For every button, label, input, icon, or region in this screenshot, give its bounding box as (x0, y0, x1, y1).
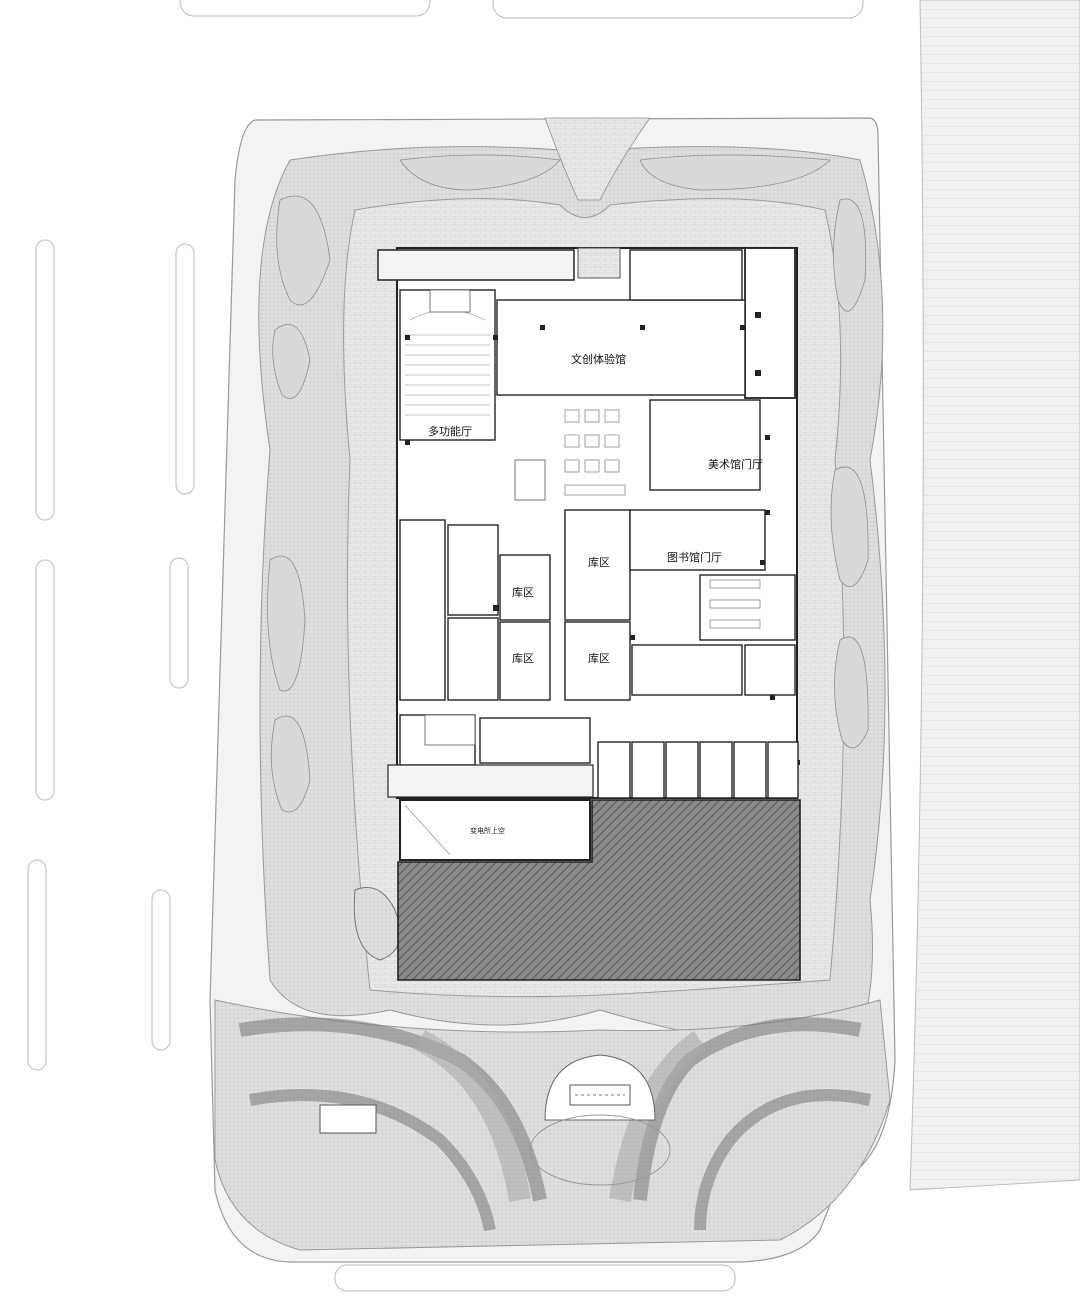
road-right (909, 0, 1080, 1191)
label-art-museum-lobby: 美术馆门厅 (708, 457, 763, 471)
building (377, 247, 801, 981)
label-storage-4: 库区 (588, 652, 610, 665)
parking-stalls-left (27, 239, 736, 1292)
hatched-area (397, 799, 801, 981)
auditorium-seating (405, 309, 490, 416)
label-cultural-creative-hall: 文创体验馆 (571, 352, 626, 366)
label-multipurpose-hall: 多功能厅 (428, 424, 472, 438)
landscape-islands (267, 117, 869, 813)
label-storage-3: 库区 (512, 652, 534, 665)
label-substation-void: 变电所上空 (470, 826, 505, 835)
parking-bays (597, 741, 799, 799)
bottom-plaza (214, 999, 891, 1251)
stairs (424, 289, 546, 746)
tables (564, 409, 761, 629)
substation-void (399, 799, 591, 861)
label-library-lobby: 图书馆门厅 (667, 550, 722, 564)
room-labels: 文创体验馆 多功能厅 美术馆门厅 图书馆门厅 库区 库区 库区 库区 变电所上空 (428, 352, 763, 835)
label-storage-1: 库区 (512, 586, 534, 599)
label-storage-2: 库区 (588, 556, 610, 569)
pebble-garden (353, 887, 401, 961)
road-strips-top (179, 0, 864, 19)
